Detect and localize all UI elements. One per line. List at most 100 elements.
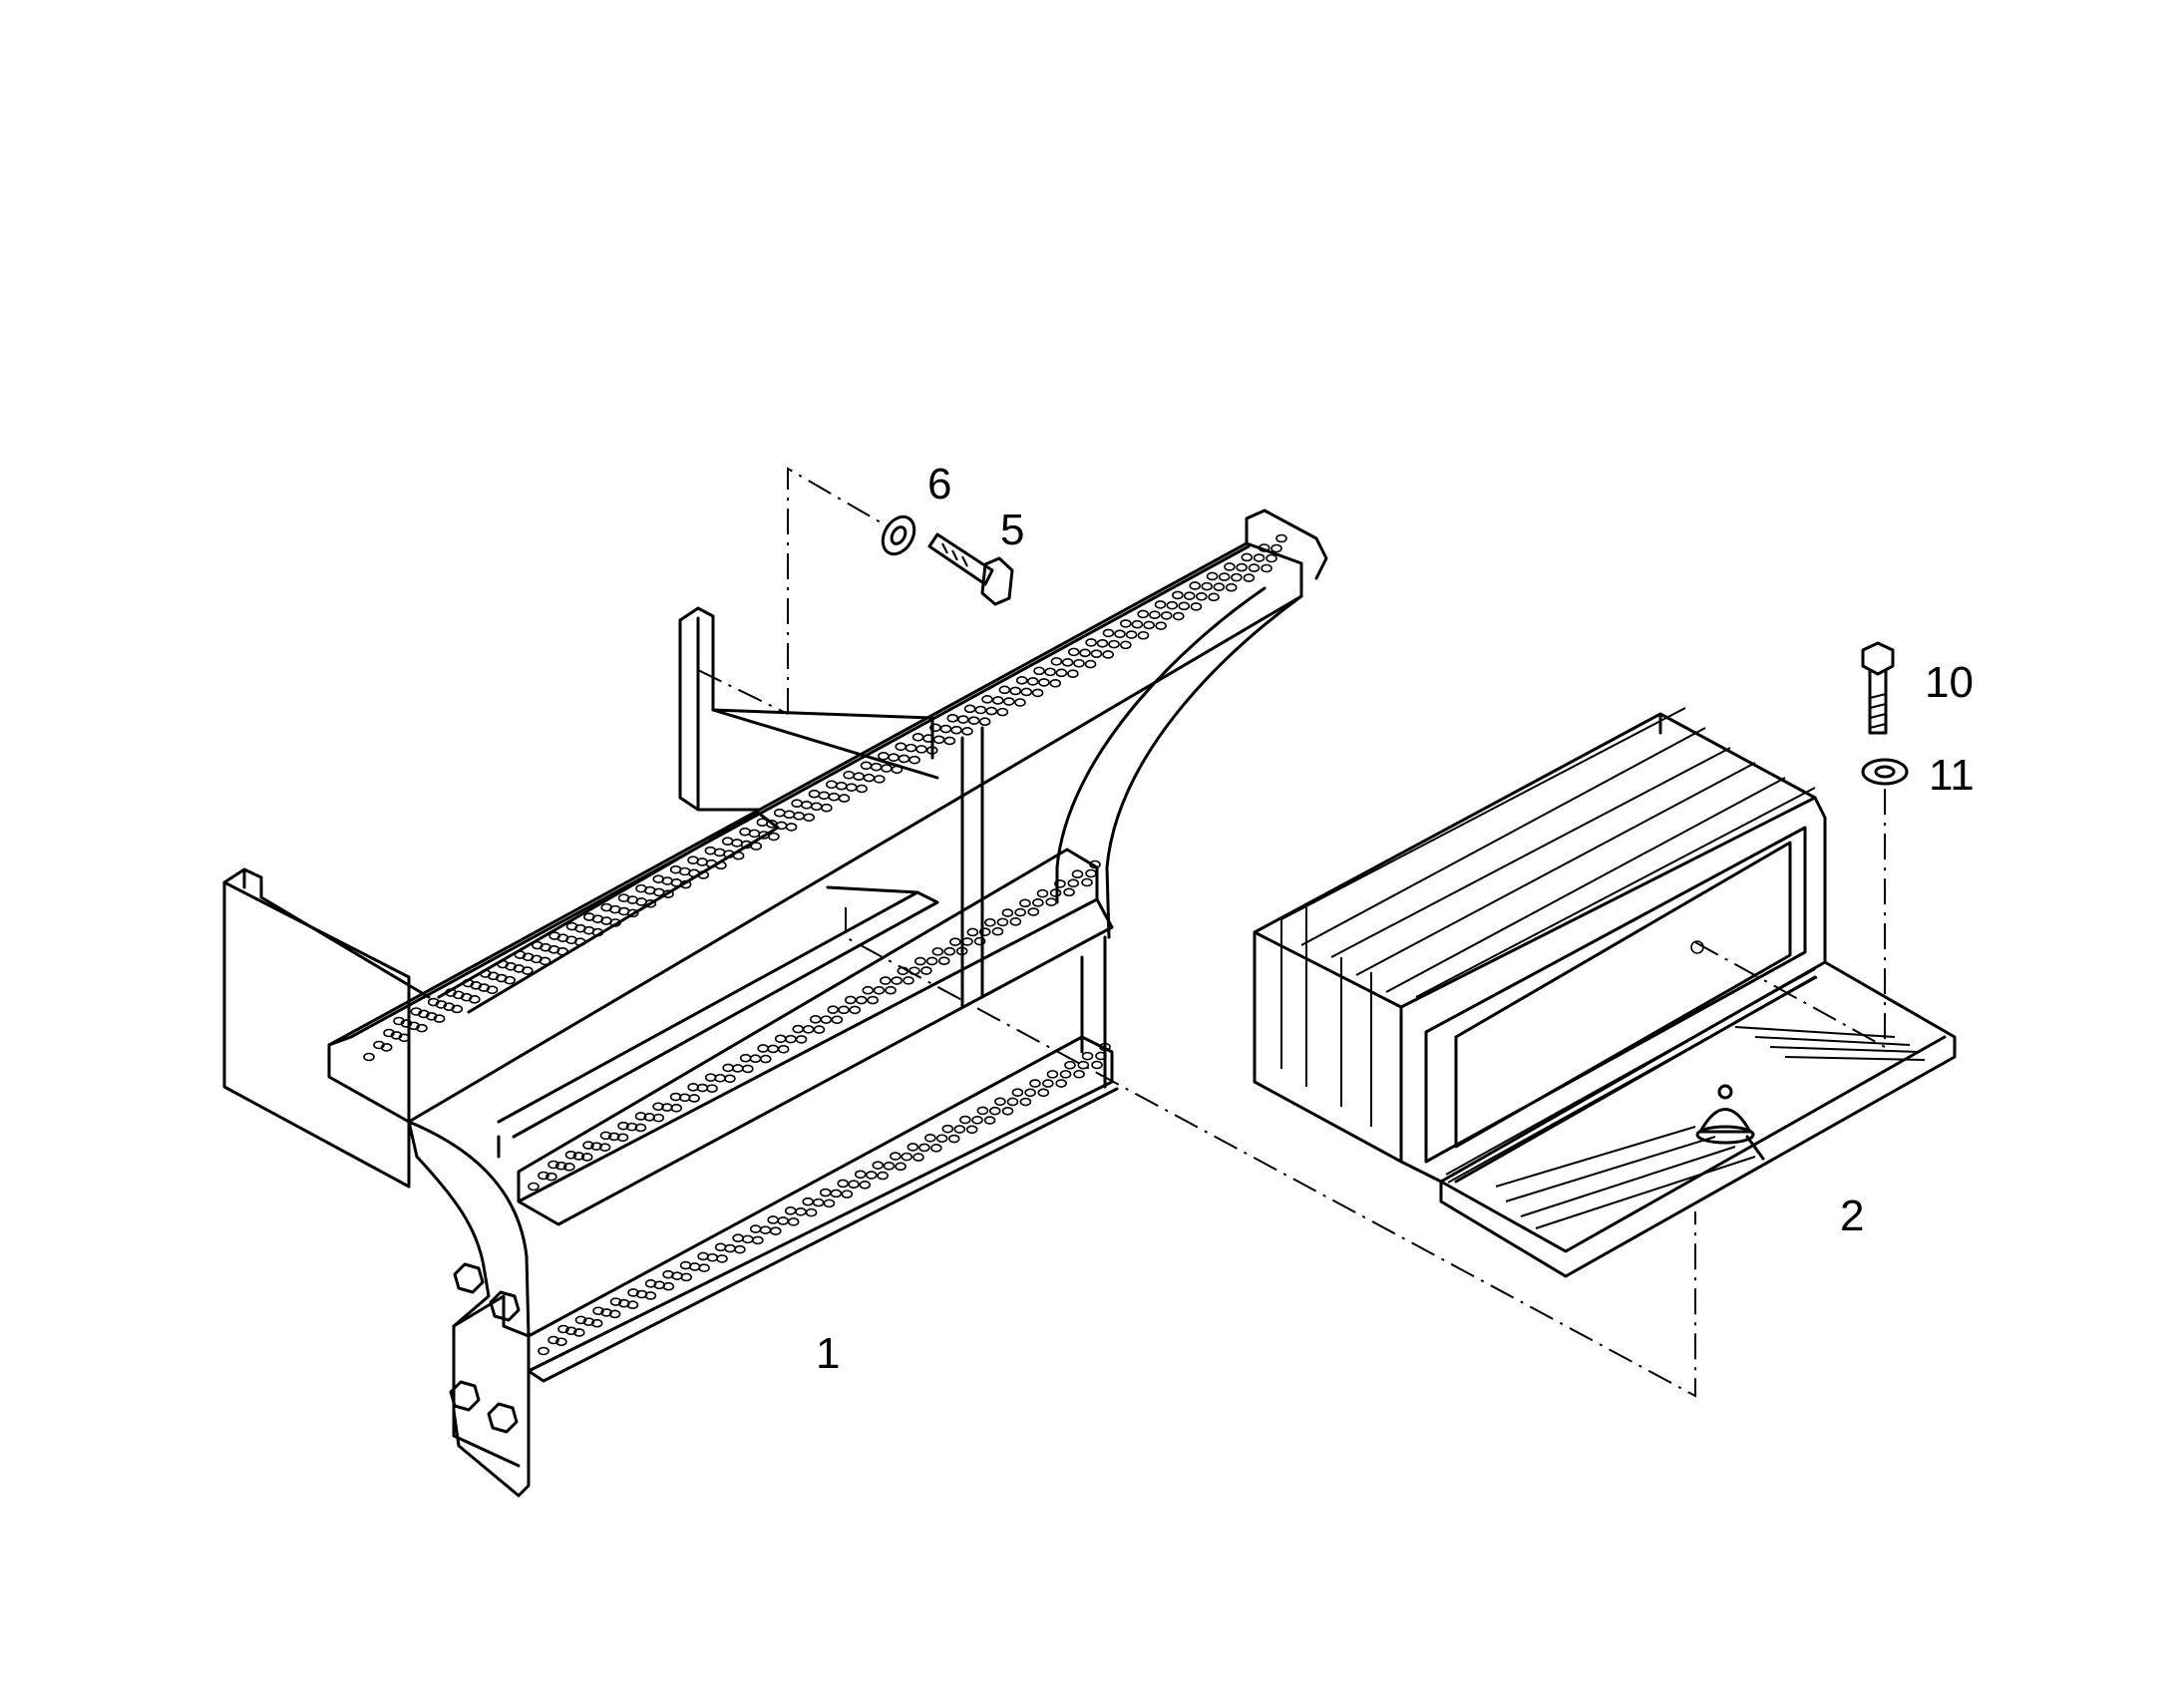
tread-hole: [634, 1112, 647, 1121]
front-plate-bolts: [449, 1262, 521, 1434]
tread-hole: [1029, 1079, 1041, 1088]
tread-hole: [1166, 600, 1179, 610]
tread-hole: [479, 969, 492, 978]
tread-hole: [795, 1206, 807, 1216]
tread-hole: [1149, 610, 1161, 620]
tread-hole: [1271, 543, 1282, 553]
tread-hole: [946, 714, 959, 723]
tread-hole: [955, 946, 968, 956]
tread-hole: [1045, 897, 1057, 906]
tread-hole: [1206, 571, 1219, 581]
tread-hole: [1077, 1060, 1090, 1070]
tread-hole: [895, 742, 908, 752]
tread-hole: [838, 794, 851, 803]
tread-hole: [635, 1289, 648, 1299]
tread-hole: [716, 1254, 728, 1263]
tread-hole: [1063, 887, 1075, 897]
tread-hole: [1038, 678, 1050, 687]
tread-hole: [870, 762, 883, 772]
tread-hole: [920, 966, 932, 975]
tread-hole: [1102, 650, 1114, 659]
tread-hole: [724, 1074, 736, 1084]
tread-hole: [1067, 878, 1080, 888]
tread-hole: [1046, 1070, 1059, 1079]
tread-hole: [1036, 888, 1049, 898]
tread-hole: [827, 1005, 840, 1014]
tread-hole: [732, 1064, 744, 1073]
tread-hole: [1258, 543, 1271, 552]
tread-hole: [1120, 640, 1132, 650]
bolt-part-5: [927, 532, 1014, 606]
tread-hole: [582, 1141, 594, 1150]
tread-hole: [941, 1124, 954, 1134]
tread-hole: [661, 1103, 673, 1112]
tread-hole: [592, 1306, 604, 1316]
tread-hole: [679, 1260, 692, 1270]
tread-hole: [1044, 667, 1056, 677]
tread-hole: [949, 937, 961, 946]
tread-hole: [662, 1269, 674, 1279]
tread-hole: [888, 753, 900, 762]
left-mounting-plate: [222, 867, 411, 1189]
tread-hole: [757, 1044, 769, 1053]
tread-hole: [599, 1131, 612, 1141]
tread-hole: [966, 927, 979, 937]
tread-hole: [563, 1163, 575, 1172]
tread-hole: [1090, 649, 1103, 658]
tread-hole: [854, 1170, 867, 1180]
tread-hole: [895, 1162, 907, 1172]
tread-hole: [873, 775, 886, 784]
tread-hole: [1019, 1097, 1032, 1107]
tread-hole: [880, 976, 892, 985]
tread-hole: [1027, 907, 1040, 916]
tread-hole: [687, 1083, 699, 1092]
tread-hole: [1253, 553, 1266, 562]
tread-hole: [767, 1215, 779, 1224]
tread-hole: [939, 724, 952, 734]
tread-hole: [973, 936, 986, 946]
tread-hole: [497, 959, 509, 969]
tread-hole: [1059, 1070, 1072, 1079]
tread-hole: [600, 902, 613, 912]
tread-hole: [813, 1025, 826, 1034]
tread-hole: [410, 1007, 423, 1016]
tread-hole: [538, 1346, 549, 1356]
washer-part-6: [881, 514, 916, 556]
tread-hole: [805, 1207, 818, 1217]
tread-hole: [1183, 591, 1196, 600]
tread-hole: [991, 696, 1004, 705]
tread-hole: [678, 1093, 691, 1103]
tread-hole: [617, 893, 630, 902]
tread-hole: [1073, 1069, 1085, 1079]
tread-hole: [1102, 628, 1115, 638]
tread-hole: [759, 1225, 772, 1234]
tread-hole: [943, 736, 956, 746]
callout-1: 1: [816, 1329, 840, 1378]
tread-hole: [573, 1328, 585, 1337]
tread-hole: [823, 1198, 836, 1208]
tread-hole: [373, 1040, 385, 1050]
tread-hole: [669, 864, 682, 874]
tread-hole: [856, 784, 868, 794]
tread-hole: [626, 1300, 639, 1310]
tread-hole: [812, 1197, 825, 1207]
tread-hole: [908, 755, 920, 765]
tread-hole: [844, 995, 857, 1005]
tread-hole: [625, 1122, 638, 1132]
tread-hole: [859, 1181, 872, 1190]
tread-hole: [739, 827, 751, 837]
tread-hole: [961, 937, 973, 946]
tread-hole: [1160, 611, 1173, 620]
tread-hole: [680, 1272, 693, 1282]
tread-hole: [769, 1226, 782, 1235]
top-step-tread: [327, 509, 1328, 1124]
tread-hole: [574, 1315, 587, 1325]
tread-hole: [721, 837, 734, 846]
tread-hole: [1266, 553, 1277, 563]
tread-hole: [841, 1190, 854, 1198]
rear-mounting-bracket: [678, 606, 934, 812]
tread-hole: [1172, 590, 1184, 600]
tread-hole: [616, 1133, 629, 1143]
tread-hole: [687, 855, 699, 864]
tread-hole: [820, 1015, 833, 1024]
